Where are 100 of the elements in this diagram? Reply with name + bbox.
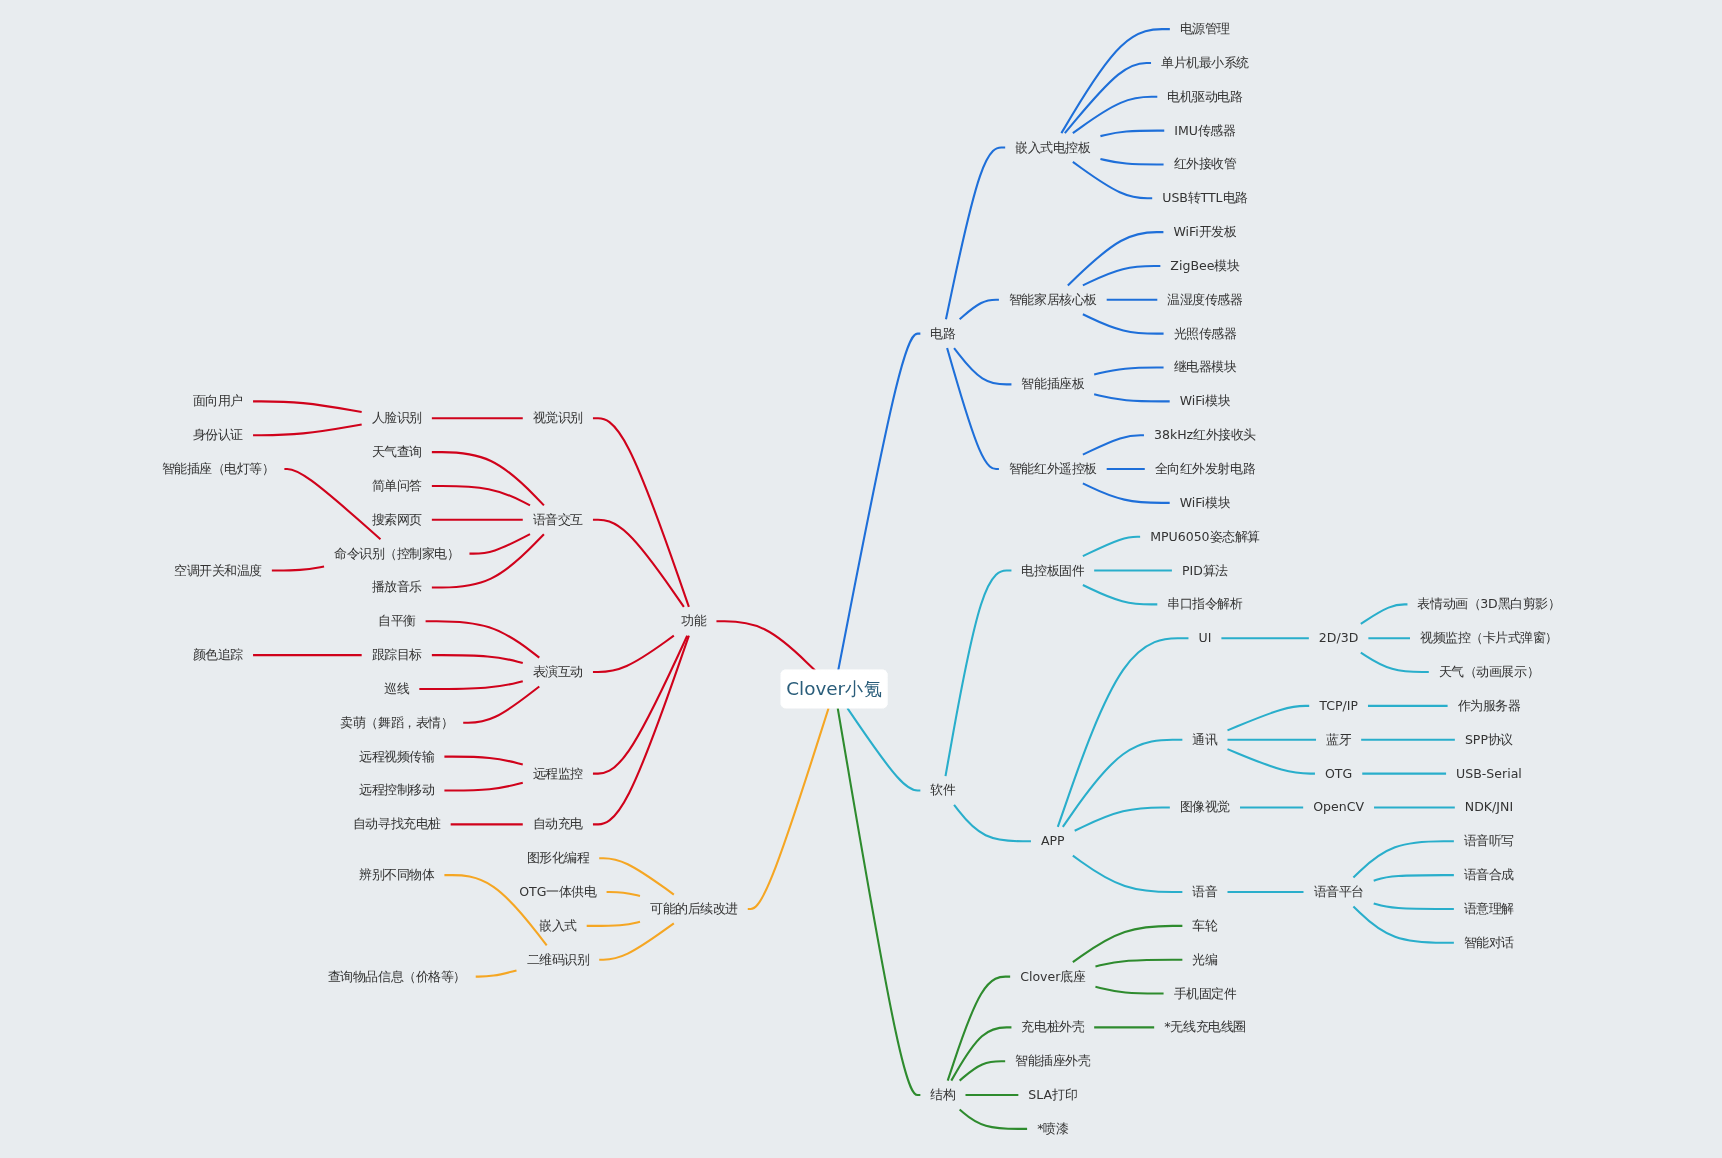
connector [592,417,690,608]
connector [1056,637,1189,828]
connector [1060,28,1170,134]
connector [958,1060,1006,1082]
connector [592,635,689,775]
node-text: APP [1040,833,1065,849]
connector [253,654,362,657]
node-text: 空调开关和温度 [174,562,262,578]
connector [1082,535,1141,558]
connector [599,857,675,896]
connector [1082,584,1158,606]
connector [1227,704,1310,732]
node-text: 自动充电 [532,816,583,832]
node-text: UI [1198,630,1212,646]
connector [1072,854,1183,894]
node-text: 自动寻找充电桩 [352,816,441,832]
connector [1106,467,1145,471]
connector [1061,738,1183,828]
node-text: 蓝牙 [1326,732,1352,748]
node-text: 嵌入式 [539,918,577,934]
node-text: WiFi开发板 [1173,224,1237,240]
connector [1095,958,1183,968]
connector [1082,482,1170,504]
node-text: 电源管理 [1179,21,1230,37]
connector [1352,840,1454,879]
connector [836,708,921,1097]
connector [284,467,382,540]
connector [1360,603,1408,625]
connector [1221,637,1309,640]
node-text: 语音交互 [532,512,583,528]
connector [463,685,540,724]
node-text: 天气（动画展示） [1438,664,1540,680]
node-text: 单片机最小系统 [1161,55,1249,71]
connector [475,969,517,978]
connector [1106,298,1158,301]
node-text: 颜色追踪 [192,647,244,663]
connector [958,1108,1028,1130]
connector [1093,393,1170,403]
connector [747,707,830,910]
connector [716,620,816,672]
connector [431,417,523,420]
connector [431,518,523,521]
connector [431,654,524,664]
connector [1072,95,1158,134]
node-text: 远程监控 [532,765,583,781]
connector [431,533,545,589]
node-text: IMU传感器 [1174,122,1236,138]
connector [444,781,524,792]
node-text: 温湿度传感器 [1167,292,1243,308]
connector [1374,806,1455,809]
node-text: 智能红外遥控板 [1008,461,1097,477]
node-text: TCP/IP [1319,698,1358,714]
connector [586,920,641,927]
connector [1094,569,1172,572]
connector [1072,924,1183,964]
node-text: ZigBee模块 [1170,258,1240,274]
connector [1227,748,1315,775]
node-text: 语意理解 [1463,901,1515,917]
node-text: 人脸识别 [371,410,422,426]
connector [1082,434,1144,456]
connector [944,146,1006,320]
node-text: OTG [1324,765,1353,781]
node-text: 电机驱动电路 [1167,89,1243,105]
connector [1082,264,1161,287]
node-text: 播放音乐 [371,579,422,595]
node-text: 结构 [930,1087,956,1103]
connector [592,634,675,674]
connector [953,804,1031,843]
node-text: 智能插座外壳 [1015,1053,1091,1069]
node-text: USB-Serial [1456,765,1522,781]
node-text: *无线充电线圈 [1164,1019,1246,1035]
node-text: 软件 [930,782,956,798]
node-text: 自平衡 [377,613,416,629]
connector [450,823,523,826]
node-text: 语音平台 [1313,884,1364,900]
node-text: 手机固定件 [1173,985,1237,1001]
connector [946,975,1011,1081]
connector [1373,874,1454,882]
node-text: 跟踪目标 [371,647,422,663]
node-text: 表情动画（3D黑白剪影） [1417,596,1561,612]
connector [592,518,685,608]
node-text: 智能插座板 [1021,376,1085,392]
connector [1093,366,1164,376]
connector [846,707,921,792]
connector [1067,231,1164,287]
node-text: 远程控制移动 [359,782,435,798]
connector [271,565,325,572]
connector [1373,902,1454,910]
node-text: 远程视频传输 [359,748,435,764]
node-text: 光照传感器 [1173,325,1237,341]
node-text: 表演互动 [532,664,583,680]
connector [1368,704,1448,707]
node-text: 作为服务器 [1457,698,1521,714]
node-text: 巡线 [384,681,410,697]
connector [1095,985,1164,995]
node-text: USB转TTL电路 [1162,190,1248,206]
connector [599,922,675,961]
connector [1094,1026,1155,1029]
node-text: 图形化编程 [526,850,590,866]
node-text: 嵌入式电控板 [1015,139,1091,155]
